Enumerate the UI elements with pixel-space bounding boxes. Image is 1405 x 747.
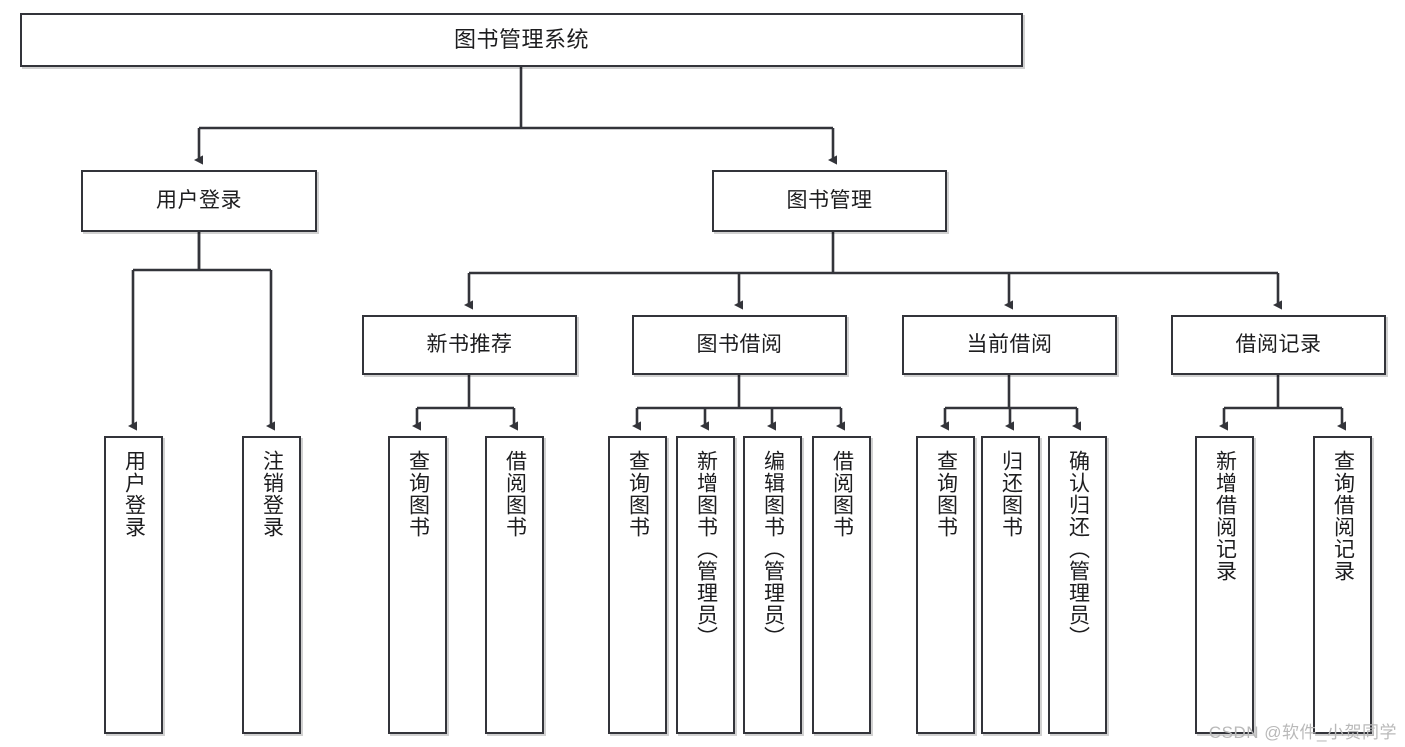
leaf-user-login-logout[interactable]: 注销登录 xyxy=(242,436,301,734)
node-label: 新增借阅记录 xyxy=(1213,450,1237,582)
node-label: 借阅图书 xyxy=(503,450,527,538)
node-label: 查询图书 xyxy=(626,450,650,538)
leaf-book-borrow-borrow[interactable]: 借阅图书 xyxy=(812,436,871,734)
leaf-current-borrow-query[interactable]: 查询图书 xyxy=(916,436,975,734)
node-label: 用户登录 xyxy=(156,188,242,212)
node-label: 确认归还（管理员） xyxy=(1066,450,1090,648)
node-book-borrow[interactable]: 图书借阅 xyxy=(632,315,847,375)
node-label: 当前借阅 xyxy=(966,332,1053,356)
node-label: 归还图书 xyxy=(999,450,1023,538)
node-label: 图书管理 xyxy=(786,188,873,212)
node-label: 借阅图书 xyxy=(830,450,854,538)
node-borrow-record[interactable]: 借阅记录 xyxy=(1171,315,1386,375)
node-label: 图书借阅 xyxy=(696,332,783,356)
leaf-borrow-record-add[interactable]: 新增借阅记录 xyxy=(1195,436,1254,734)
leaf-book-borrow-edit[interactable]: 编辑图书（管理员） xyxy=(743,436,802,734)
node-current-borrow[interactable]: 当前借阅 xyxy=(902,315,1117,375)
node-label: 查询图书 xyxy=(934,450,958,538)
node-label: 用户登录 xyxy=(122,450,146,538)
watermark: CSDN @软件_小贺同学 xyxy=(1208,723,1397,742)
leaf-book-borrow-query[interactable]: 查询图书 xyxy=(608,436,667,734)
leaf-user-login-login[interactable]: 用户登录 xyxy=(104,436,163,734)
leaf-new-book-query[interactable]: 查询图书 xyxy=(388,436,447,734)
node-root-book-management-system[interactable]: 图书管理系统 xyxy=(20,13,1023,67)
leaf-new-book-borrow[interactable]: 借阅图书 xyxy=(485,436,544,734)
leaf-borrow-record-query[interactable]: 查询借阅记录 xyxy=(1313,436,1372,734)
leaf-current-borrow-confirm-return[interactable]: 确认归还（管理员） xyxy=(1048,436,1107,734)
leaf-current-borrow-return[interactable]: 归还图书 xyxy=(981,436,1040,734)
node-label: 查询借阅记录 xyxy=(1331,450,1355,582)
node-label: 图书管理系统 xyxy=(453,27,589,53)
node-user-login[interactable]: 用户登录 xyxy=(81,170,317,232)
node-book-management[interactable]: 图书管理 xyxy=(712,170,947,232)
node-label: 借阅记录 xyxy=(1235,332,1322,356)
node-label: 查询图书 xyxy=(406,450,430,538)
node-new-book-recommend[interactable]: 新书推荐 xyxy=(362,315,577,375)
node-label: 新书推荐 xyxy=(426,332,513,356)
node-label: 注销登录 xyxy=(260,450,284,538)
node-label: 编辑图书（管理员） xyxy=(761,450,785,648)
leaf-book-borrow-add[interactable]: 新增图书（管理员） xyxy=(676,436,735,734)
node-label: 新增图书（管理员） xyxy=(694,450,718,648)
